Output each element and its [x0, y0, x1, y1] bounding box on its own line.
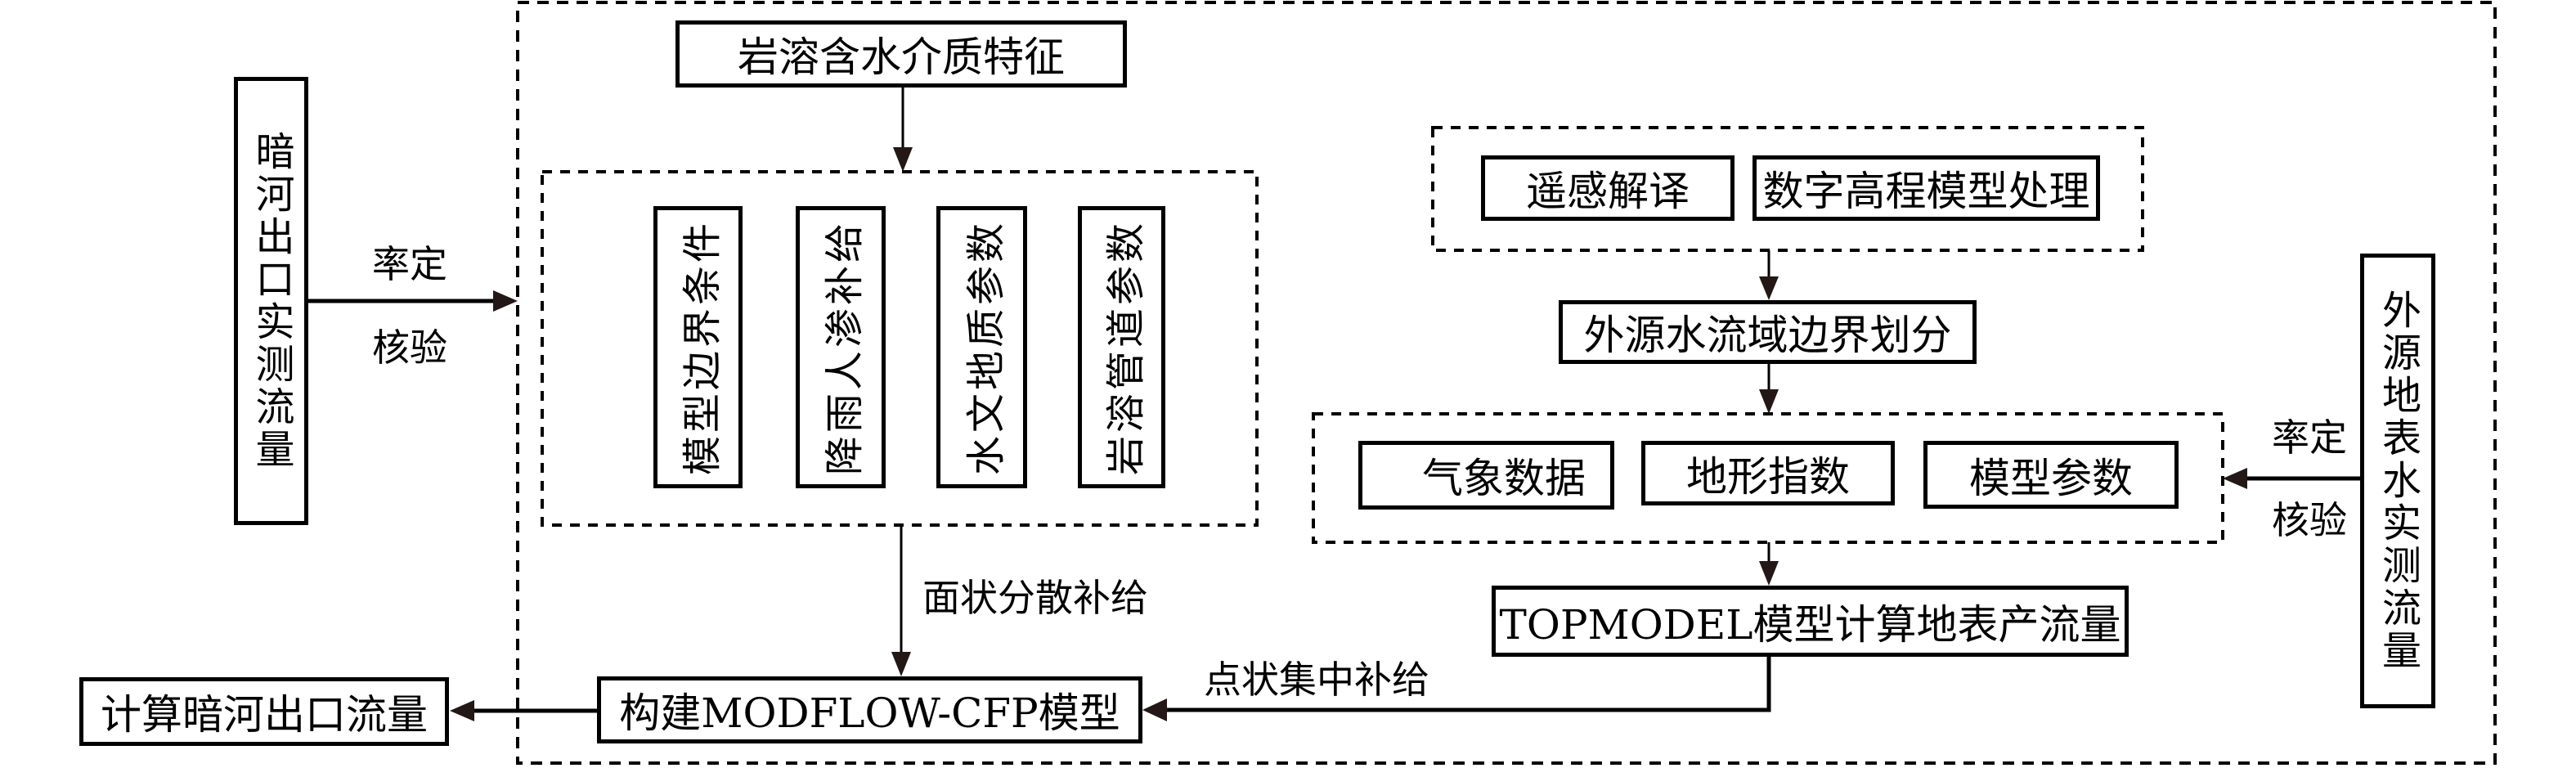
topmodel-runoff-box: TOPMODEL模型计算地表产流量 [1492, 586, 2129, 657]
external-surface-measured-flow-box: 外源地表水实测流量 [2360, 254, 2435, 708]
topmodel-input-group-frame [1312, 412, 2224, 544]
arrow-inputs-to-topmodel [1759, 542, 1779, 586]
arrow-terrain-to-watershed [1759, 250, 1779, 300]
arrow-modflow-to-output [450, 700, 597, 721]
areal-recharge-label: 面状分散补给 [922, 576, 1148, 620]
meteorological-data-box: 气象数据 [1358, 441, 1614, 510]
karst-param-box-recharge: 降雨人渗补给 [796, 206, 886, 488]
right-validation-label: 核验 [2272, 498, 2347, 542]
outlet-measured-flow-label: 暗河出口实测流量 [248, 131, 294, 471]
topographic-index-box: 地形指数 [1641, 441, 1895, 505]
remote-sensing-box: 遥感解译 [1481, 155, 1735, 221]
karst-parameter-group-frame [541, 170, 1259, 527]
karst-aquifer-characteristics-box: 岩溶含水介质特征 [675, 20, 1127, 88]
watershed-boundary-label: 外源水流域边界划分 [1583, 312, 1952, 359]
dem-processing-label: 数字高程模型处理 [1762, 168, 2090, 215]
karst-param-box-conduit: 岩溶管道参数 [1078, 206, 1165, 488]
remote-sensing-label: 遥感解译 [1526, 168, 1690, 215]
topmodel-runoff-label: TOPMODEL模型计算地表产流量 [1499, 600, 2121, 649]
arrow-point-recharge [1142, 657, 1771, 721]
karst-param-box-hydrogeology: 水文地质参数 [936, 206, 1027, 488]
left-calibration-label: 率定 [372, 242, 447, 286]
arrow-title-to-karst-group [893, 88, 913, 172]
karst-param-box-boundary: 模型边界条件 [653, 206, 743, 488]
outlet-flow-output-label: 计算暗河出口流量 [101, 691, 428, 739]
terrain-processing-group-frame [1431, 126, 2144, 252]
arrow-watershed-to-inputs [1759, 364, 1779, 414]
left-validation-label: 核验 [372, 326, 447, 370]
karst-param-label: 岩溶管道参数 [1102, 219, 1149, 475]
model-parameters-label: 模型参数 [1969, 454, 2133, 502]
meteorological-data-label: 气象数据 [1422, 455, 1586, 502]
karst-aquifer-characteristics-label: 岩溶含水介质特征 [738, 34, 1065, 81]
external-surface-measured-flow-label: 外源地表水实测流量 [2375, 290, 2421, 672]
watershed-boundary-box: 外源水流域边界划分 [1559, 300, 1977, 364]
arrow-areal-recharge [891, 525, 911, 676]
arrow-right-calibration [2223, 468, 2360, 489]
topographic-index-label: 地形指数 [1686, 452, 1850, 501]
outlet-flow-output-box: 计算暗河出口流量 [79, 677, 449, 746]
outlet-measured-flow-box: 暗河出口实测流量 [234, 77, 308, 525]
karst-param-label: 模型边界条件 [679, 219, 725, 475]
karst-param-label: 降雨人渗补给 [822, 219, 868, 475]
model-parameters-box: 模型参数 [1923, 441, 2179, 509]
karst-param-label: 水文地质参数 [963, 219, 1009, 475]
right-calibration-label: 率定 [2272, 415, 2347, 460]
modflow-cfp-label: 构建MODFLOW-CFP模型 [619, 689, 1120, 737]
modflow-cfp-box: 构建MODFLOW-CFP模型 [597, 676, 1142, 743]
dem-processing-box: 数字高程模型处理 [1752, 155, 2100, 221]
outer-model-frame [516, 1, 2497, 765]
point-recharge-label: 点状集中补给 [1204, 658, 1429, 702]
arrow-left-calibration [308, 290, 518, 312]
